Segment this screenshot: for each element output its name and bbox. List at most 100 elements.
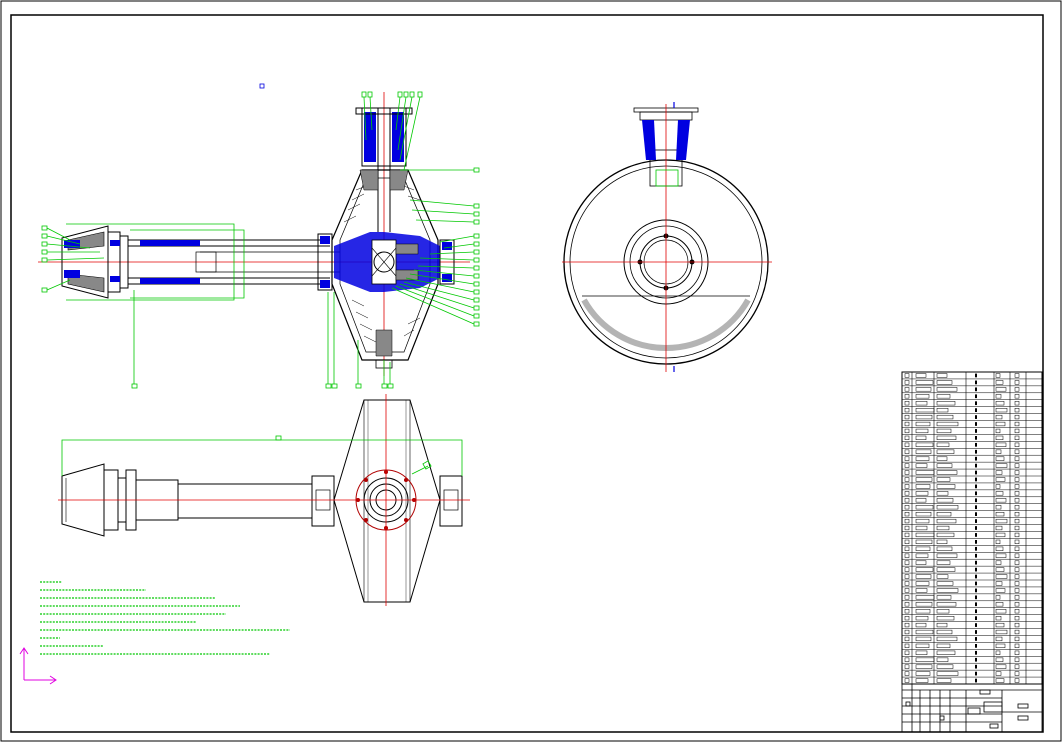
- bom-cell-mark: [915, 442, 934, 447]
- bom-cell-mark: [936, 449, 955, 454]
- bom-cell-mark: [936, 380, 953, 385]
- bom-cell-mark: [904, 512, 910, 517]
- bom-cell-mark: [936, 470, 958, 475]
- bom-cell-mark: [975, 581, 977, 586]
- bom-cell-mark: [995, 643, 1006, 648]
- bom-cell-mark: [915, 532, 935, 538]
- bom-cell-mark: [915, 505, 934, 510]
- bom-cell-mark: [915, 512, 932, 517]
- bom-cell-mark: [904, 408, 910, 413]
- bom-cell-mark: [995, 373, 1001, 378]
- bom-cell-mark: [936, 602, 957, 607]
- bom-cell-mark: [904, 553, 910, 558]
- bom-cell-mark: [975, 553, 977, 558]
- top-view-leaders: [61, 435, 463, 476]
- bom-cell-mark: [975, 616, 977, 620]
- bom-cell-mark: [936, 491, 949, 496]
- bom-cell-mark: [915, 643, 930, 648]
- bom-cell-mark: [936, 581, 954, 586]
- front-view-leaders: [41, 91, 480, 389]
- bom-cell-mark: [1014, 387, 1020, 392]
- bom-cell-mark: [915, 546, 931, 551]
- bom-cell-mark: [915, 560, 927, 565]
- bom-cell-mark: [975, 505, 977, 510]
- bom-cell-mark: [995, 629, 1008, 635]
- bom-cell-mark: [936, 498, 954, 503]
- bom-cell-mark: [975, 380, 977, 385]
- bom-cell-mark: [904, 380, 910, 385]
- bom-cell-mark: [995, 498, 1007, 503]
- ucs-axis-icon: [19, 647, 57, 685]
- bom-cell-mark: [1014, 421, 1020, 427]
- bom-cell-mark: [1014, 650, 1020, 655]
- bom-cell-mark: [904, 484, 910, 489]
- bom-cell-mark: [995, 449, 1002, 454]
- bom-cell-mark: [904, 401, 910, 406]
- bom-cell-mark: [995, 650, 1001, 655]
- bom-cell-mark: [1014, 602, 1020, 607]
- bom-cell-mark: [1014, 595, 1020, 600]
- bom-cell-mark: [1014, 491, 1020, 496]
- bom-cell-mark: [904, 629, 910, 635]
- bom-cell-mark: [915, 636, 932, 642]
- bom-cell-mark: [915, 525, 928, 531]
- bom-cell-mark: [915, 602, 933, 607]
- bom-cell-mark: [975, 442, 977, 447]
- bom-cell-mark: [904, 581, 910, 586]
- bom-cell-mark: [915, 414, 933, 420]
- bom-cell-mark: [936, 664, 954, 669]
- bom-cell-mark: [904, 477, 910, 482]
- bom-cell-mark: [915, 567, 934, 572]
- bom-cell-mark: [995, 470, 1003, 475]
- bom-cell-mark: [995, 602, 1004, 607]
- bom-cell-mark: [995, 539, 1001, 544]
- bom-cell-mark: [915, 421, 931, 427]
- bom-cell-mark: [975, 512, 977, 516]
- bom-cell-mark: [995, 532, 1006, 538]
- bom-cell-mark: [904, 616, 910, 621]
- bom-cell-mark: [936, 671, 959, 676]
- bom-cell-mark: [975, 657, 977, 662]
- bom-cell-mark: [1014, 581, 1020, 586]
- bom-cell-mark: [975, 650, 977, 655]
- bom-cell-mark: [995, 567, 1005, 572]
- bom-cell-mark: [904, 414, 910, 420]
- bom-cell-mark: [1014, 408, 1020, 413]
- bom-cell-mark: [904, 421, 910, 427]
- bom-cell-mark: [995, 505, 1002, 510]
- bom-cell-mark: [936, 394, 951, 399]
- bom-cell-mark: [1014, 470, 1020, 475]
- bom-cell-mark: [995, 622, 1005, 628]
- bom-cell-mark: [915, 491, 929, 496]
- bom-cell-mark: [975, 484, 977, 489]
- bom-cell-mark: [904, 567, 910, 572]
- bom-cell-mark: [995, 394, 1002, 399]
- bom-cell-mark: [975, 519, 977, 523]
- bom-cell-mark: [936, 373, 948, 378]
- bom-cell-mark: [995, 428, 1001, 434]
- bom-cell-mark: [995, 574, 1008, 579]
- title-block: [901, 683, 1043, 733]
- bom-cell-mark: [975, 498, 977, 503]
- bom-cell-mark: [975, 540, 977, 544]
- small-marker: [259, 83, 265, 89]
- bom-cell-mark: [936, 435, 957, 440]
- bom-cell-mark: [936, 477, 951, 482]
- bom-cell-mark: [975, 678, 977, 683]
- bom-cell-mark: [904, 442, 910, 447]
- bom-cell-mark: [975, 401, 977, 406]
- bom-cell-mark: [1014, 588, 1020, 593]
- bom-cell-mark: [936, 560, 951, 565]
- bom-cell-mark: [936, 595, 952, 600]
- bom-cell-mark: [995, 435, 1004, 440]
- bom-cell-mark: [915, 574, 932, 579]
- bom-cell-mark: [975, 394, 977, 399]
- bom-cell-mark: [1014, 449, 1020, 454]
- bom-cell-mark: [904, 609, 910, 614]
- bom-cell-mark: [915, 553, 929, 558]
- bom-cell-mark: [915, 622, 927, 628]
- bom-cell-mark: [936, 442, 950, 447]
- bom-cell-mark: [995, 560, 1002, 565]
- bom-cell-mark: [975, 477, 977, 482]
- bom-cell-mark: [1014, 428, 1020, 434]
